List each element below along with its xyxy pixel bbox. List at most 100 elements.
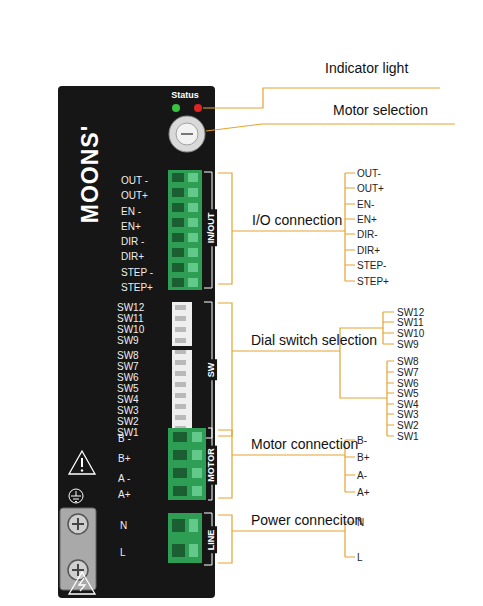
bracket-line [218,430,345,498]
switch-label: SW11 [117,313,144,324]
bracket-tick [345,522,355,557]
callout-title: Power conneciton [251,513,362,528]
switch-label: SW7 [117,361,139,372]
callout-title: Motor selection [333,103,428,118]
bracket-line [218,173,345,284]
switch-name: SW9 [397,339,419,350]
pin-label: B - [118,433,131,444]
pin-label: OUT - [121,175,148,186]
group-label: SW [207,360,217,381]
signal-name: OUT+ [357,183,384,194]
earth-screw [68,560,88,580]
signal-name: EN- [357,199,374,210]
signal-name: L [357,552,363,563]
pin-label: N [120,520,127,531]
switch-name: SW11 [397,317,424,328]
pin-label: B+ [118,453,131,464]
status-label: Status [171,91,199,101]
warning-triangle [69,451,95,474]
switch-label: SW5 [117,383,139,394]
switch-name: SW10 [397,328,424,339]
ground-symbol [69,489,83,503]
switch-name: SW7 [397,367,419,378]
pin-label: EN+ [121,221,141,232]
pin-label: DIR - [121,236,144,247]
signal-name: STEP- [357,260,386,271]
pin-label: EN - [121,206,141,217]
switch-label: SW3 [117,405,139,416]
group-label: IN/OUT [207,210,217,247]
group-bracket [204,302,212,438]
signal-name: N [357,517,364,528]
signal-name: DIR- [357,229,378,240]
status-led-red [194,104,202,112]
group-bracket [204,513,212,565]
signal-name: EN+ [357,214,377,225]
pin-label: A+ [118,489,131,500]
bracket-tick [345,173,355,281]
screw-cross [72,518,84,530]
earth-bracket [60,508,96,590]
bracket-tick [345,440,355,492]
pin-label: STEP - [121,267,153,278]
switch-name: SW1 [397,431,419,442]
bracket-line [218,303,387,436]
pin-label: OUT+ [121,190,148,201]
group-label: LINE [207,527,217,554]
pin-label: A - [118,473,130,484]
switch-name: SW3 [397,409,419,420]
switch-name: SW6 [397,378,419,389]
switch-label: SW10 [117,324,144,335]
callout-title: Indicator light [325,61,408,76]
pin-label: L [120,547,126,558]
warning-mark [81,469,83,471]
bracket-line [218,515,345,563]
leader-line [203,88,440,108]
screw-cross [72,564,84,576]
callout-title: I/O connection [252,213,342,228]
brand-name: MOONS' [78,125,103,223]
pin-label: DIR+ [121,251,144,262]
motor-terminal [168,428,206,500]
switch-label: SW9 [117,335,139,346]
dip-switch [172,350,192,438]
switch-label: SW1 [117,427,139,438]
switch-label: SW8 [117,350,139,361]
warning-triangle [69,572,95,594]
leader-line [206,124,455,131]
rotary-slot [181,133,193,135]
lightning-mark [79,578,85,591]
switch-label: SW4 [117,394,139,405]
switch-name: SW12 [397,307,424,318]
warning-mark [81,458,83,467]
rotary-knob [176,123,198,145]
rotary-switch [169,116,205,152]
signal-name: DIR+ [357,245,380,256]
switch-name: SW4 [397,399,419,410]
earth-screw [68,514,88,534]
bracket-tick [383,312,394,436]
pin-label: STEP+ [121,282,153,293]
switch-name: SW8 [397,356,419,367]
switch-label: SW2 [117,416,139,427]
status-led-green [172,104,180,112]
ground-symbol [71,491,81,502]
power-terminal [168,513,202,563]
callout-title: Dial switch selection [251,333,377,348]
signal-name: B- [357,435,367,446]
group-label: MOTOR [207,445,217,484]
switch-label: SW12 [117,302,144,313]
dip-switch [172,302,192,346]
group-bracket [208,428,212,500]
signal-name: A+ [357,487,370,498]
signal-name: A- [357,470,367,481]
switch-name: SW5 [397,388,419,399]
io-terminal [168,170,202,290]
driver-body: MOONS' [58,86,215,598]
switch-label: SW6 [117,372,139,383]
